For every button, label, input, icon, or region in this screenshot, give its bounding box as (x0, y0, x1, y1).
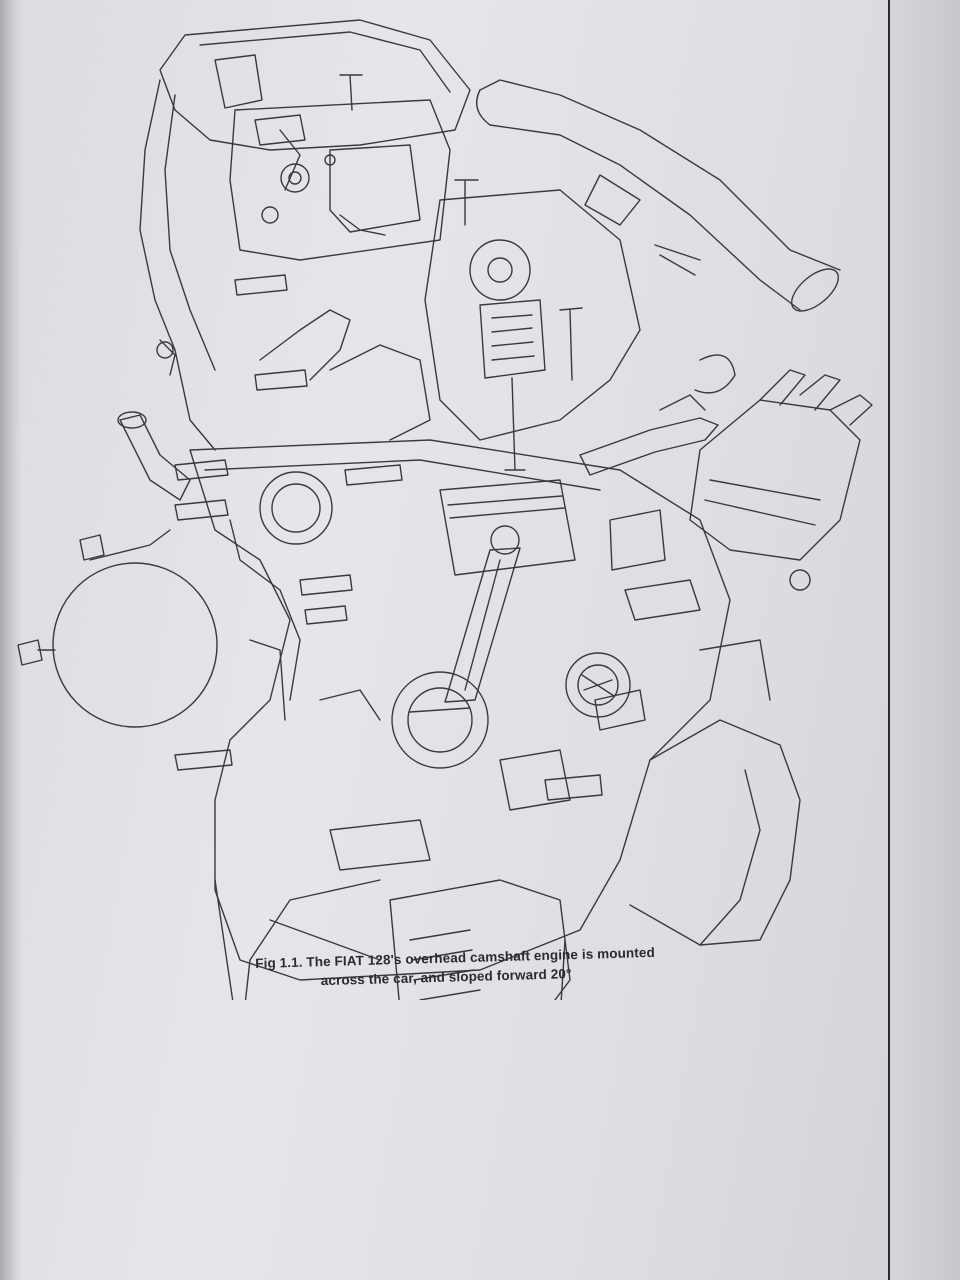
page-gutter-shadow (0, 0, 22, 1280)
crankshaft (391, 671, 489, 769)
engine-block (189, 439, 731, 981)
carburettor-body (229, 99, 451, 261)
oil-pump (389, 879, 571, 1000)
alternator (52, 562, 218, 728)
exhaust-pipe (479, 79, 841, 271)
bolt-group (17, 274, 701, 801)
adjacent-page-edge (888, 0, 960, 1280)
connecting-rod (444, 547, 521, 703)
water-outlet-pipe (119, 414, 191, 501)
engine-line-drawing (17, 19, 873, 1000)
cylinder-head (424, 189, 641, 441)
oil-filter (629, 719, 801, 946)
air-cleaner-housing (159, 19, 471, 151)
spark-plug (579, 417, 719, 476)
left-cowling (139, 79, 216, 451)
piston (439, 479, 576, 576)
engine-cutaway-illustration (17, 19, 873, 1000)
